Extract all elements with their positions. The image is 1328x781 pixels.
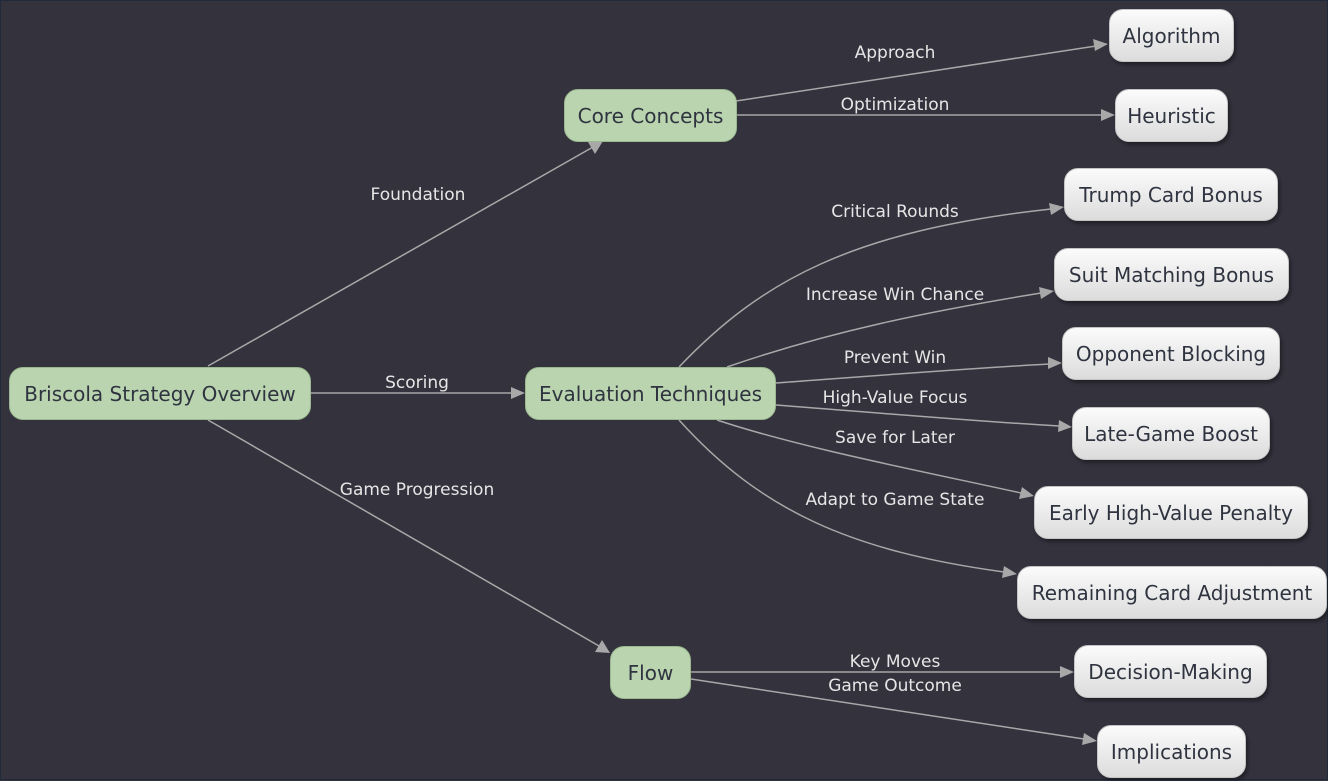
- edge-save-later: [716, 419, 1022, 494]
- node-late-game-boost[interactable]: Late-Game Boost: [1072, 407, 1270, 460]
- arrowhead: [1058, 420, 1072, 432]
- arrowhead: [1082, 733, 1097, 745]
- arrowhead: [595, 640, 610, 653]
- edge-label-game-progression: Game Progression: [340, 480, 494, 500]
- node-algorithm[interactable]: Algorithm: [1109, 9, 1234, 62]
- arrowhead: [511, 387, 525, 399]
- edge-label-critical-rounds: Critical Rounds: [831, 202, 959, 222]
- edge-label-increase-win: Increase Win Chance: [806, 285, 984, 305]
- arrowhead: [1049, 203, 1064, 215]
- arrowhead: [1019, 487, 1034, 499]
- edge-label-save-later: Save for Later: [835, 428, 955, 448]
- node-briscola-strategy-overview[interactable]: Briscola Strategy Overview: [9, 367, 311, 420]
- arrowhead: [1039, 287, 1054, 299]
- arrowhead: [1002, 566, 1017, 578]
- edge-high-value: [775, 404, 1060, 427]
- node-heuristic[interactable]: Heuristic: [1115, 89, 1228, 142]
- arrowhead: [1048, 357, 1062, 369]
- node-decision-making[interactable]: Decision-Making: [1074, 645, 1267, 698]
- arrowhead: [1060, 666, 1074, 678]
- edge-increase-win: [726, 292, 1042, 368]
- arrowhead: [1101, 109, 1115, 121]
- edge-critical-rounds: [678, 208, 1052, 368]
- node-flow[interactable]: Flow: [610, 646, 691, 699]
- node-early-high-value-penalty[interactable]: Early High-Value Penalty: [1034, 486, 1308, 539]
- edge-label-game-outcome: Game Outcome: [828, 676, 962, 696]
- edge-label-approach: Approach: [855, 43, 936, 63]
- node-opponent-blocking[interactable]: Opponent Blocking: [1062, 327, 1280, 380]
- arrowhead: [588, 141, 603, 154]
- node-suit-matching-bonus[interactable]: Suit Matching Bonus: [1054, 248, 1289, 301]
- edge-game-outcome: [690, 678, 1085, 740]
- edge-adapt: [678, 419, 1005, 573]
- node-remaining-card-adjustment[interactable]: Remaining Card Adjustment: [1017, 566, 1327, 619]
- edge-label-high-value: High-Value Focus: [823, 388, 968, 408]
- edge-game-progression: [207, 419, 600, 647]
- node-evaluation-techniques[interactable]: Evaluation Techniques: [525, 367, 776, 420]
- edge-approach: [735, 45, 1097, 102]
- edge-prevent-win: [775, 363, 1050, 384]
- edge-foundation: [207, 146, 594, 367]
- edge-label-prevent-win: Prevent Win: [844, 348, 946, 368]
- node-trump-card-bonus[interactable]: Trump Card Bonus: [1064, 168, 1278, 221]
- edge-label-foundation: Foundation: [371, 185, 466, 205]
- edge-label-scoring: Scoring: [385, 373, 449, 393]
- edge-label-adapt: Adapt to Game State: [806, 490, 985, 510]
- node-implications[interactable]: Implications: [1097, 725, 1246, 778]
- node-core-concepts[interactable]: Core Concepts: [564, 89, 737, 142]
- arrowhead: [1093, 39, 1108, 51]
- edge-label-key-moves: Key Moves: [850, 652, 941, 672]
- edge-label-optimization: Optimization: [841, 95, 950, 115]
